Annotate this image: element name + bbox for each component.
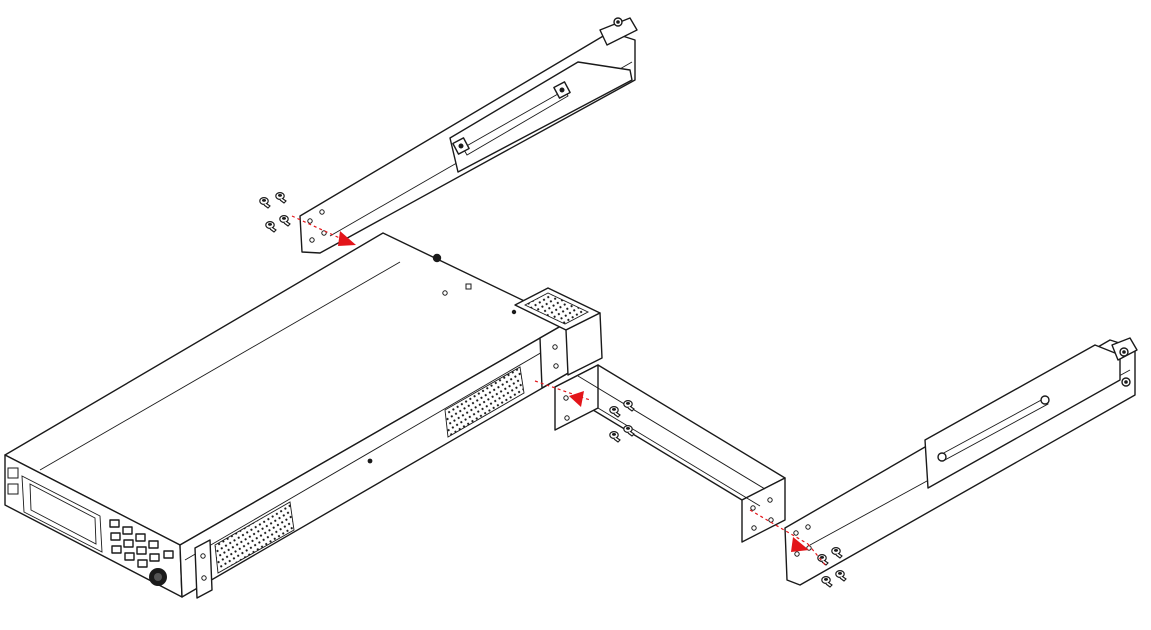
rail-slot bbox=[462, 89, 569, 156]
screw-set-top bbox=[259, 192, 291, 233]
instrument-chassis bbox=[4, 232, 571, 599]
rear-rail-top bbox=[299, 17, 638, 254]
arrow-screws-to-top-rail bbox=[291, 215, 356, 246]
rail-nut bbox=[452, 17, 623, 155]
screw-icon bbox=[265, 221, 277, 233]
display-window bbox=[21, 475, 103, 553]
front-mounting-ear bbox=[194, 539, 213, 599]
screw-icon bbox=[821, 575, 833, 588]
power-button bbox=[7, 467, 19, 479]
rear-support-bracket bbox=[554, 364, 786, 543]
screw-icon bbox=[835, 569, 847, 582]
arrow-instrument-to-bracket bbox=[534, 380, 591, 407]
screw-icon bbox=[279, 215, 291, 227]
side-vent-rear bbox=[444, 366, 525, 438]
screw-icon bbox=[609, 431, 621, 443]
rail-nut bbox=[937, 347, 1131, 462]
assembly-arrows bbox=[291, 215, 827, 567]
rear-rail-bottom bbox=[784, 337, 1138, 586]
rear-connector-block bbox=[514, 287, 603, 376]
top-knob bbox=[432, 253, 442, 263]
keypad bbox=[109, 519, 174, 568]
screw-icon bbox=[275, 192, 287, 204]
side-vent-front bbox=[214, 501, 295, 574]
front-panel bbox=[7, 467, 174, 586]
arrow-screws-to-bottom-rail bbox=[749, 509, 827, 567]
screw-icon bbox=[259, 197, 271, 209]
